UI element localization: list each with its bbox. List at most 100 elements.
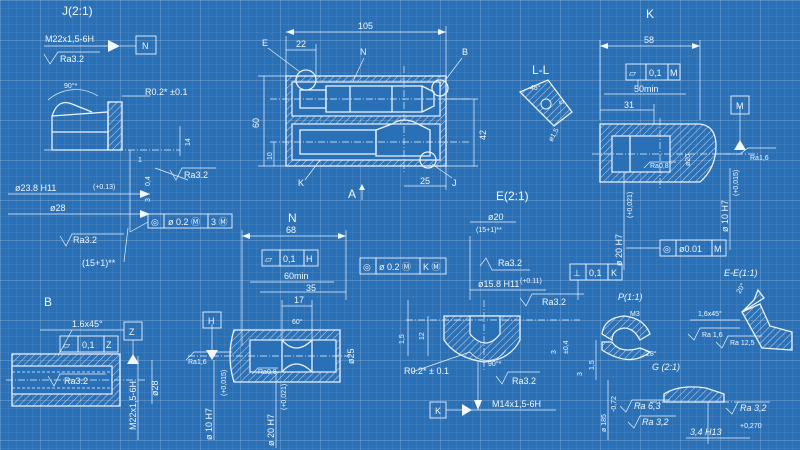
view-n-fcf2-sym: ◎ (363, 262, 371, 272)
view-b-title: B (44, 295, 52, 309)
view-n-dim-17: 17 (294, 295, 304, 305)
view-n-fcf-val: 0,1 (283, 254, 296, 264)
view-n-dim-35: 35 (306, 283, 316, 293)
main-dim-10: 10 (267, 152, 274, 160)
view-k-tol2: (+0,015) (733, 170, 740, 196)
view-n: N 68 ▱ 0,1 H ◎ ø 0.2 Ⓜ K Ⓜ 60min 35 17 6… (185, 211, 447, 448)
view-n-dia-20h7: ø 20 H7 (266, 414, 276, 446)
view-ll-dia: ø1,5 (548, 127, 561, 143)
view-e-title: E(2:1) (496, 189, 529, 203)
view-n-dim-68: 68 (286, 225, 296, 235)
view-n-datum: H (208, 316, 215, 326)
view-e-fcf-sym: ⊥ (573, 268, 581, 278)
view-n-dia-25: ø25 (346, 348, 356, 364)
view-j-radius: R0.2* ±0.1 (145, 87, 187, 97)
view-k-fcf2-val: ø0.01 (679, 244, 702, 254)
view-k-tol: (+0,021) (627, 192, 634, 218)
view-e-tol: (+0.11) (520, 278, 542, 285)
view-ll-angle: 45° (530, 84, 541, 92)
view-j: J(2:1) M22x1,5-6H N Ra3.2 90°* R0.2* ±0.… (8, 4, 233, 268)
view-k: K 58 ▱ 0,1 M 50min 31 M Ra1,6 Ra0,8 ø20 (592, 7, 776, 270)
view-b-fcf-sym: ▱ (63, 340, 70, 350)
view-b-fcf-ref: Z (106, 340, 112, 350)
main-label-j: J (452, 178, 457, 188)
view-b-fcf-val: 0,1 (82, 340, 95, 350)
view-n-fcf2-ref: K Ⓜ (423, 262, 441, 272)
view-ee-angle: 20° (735, 282, 747, 295)
view-j-fcf-ref: 3 Ⓜ (211, 217, 228, 227)
view-k-dim-31: 31 (624, 100, 634, 110)
view-g-dim: 3,4 H13 (690, 427, 722, 437)
view-g-tol2: +0,270 (740, 423, 762, 430)
view-e-thread: M14x1,5-6H (492, 399, 541, 409)
main-label-b: B (462, 47, 468, 57)
view-g-ra2: Ra 3,2 (642, 417, 669, 427)
view-p-dim-3: 3 (577, 372, 584, 376)
view-e-datum: K (435, 406, 441, 416)
view-e-ra3: Ra3.2 (512, 376, 536, 386)
view-ee-title: E-E(1:1) (724, 268, 758, 278)
view-j-ra3: Ra3.2 (73, 235, 97, 245)
view-g-ra1: Ra 6,3 (634, 401, 661, 411)
view-ee-chamfer: 1,6x45° (698, 310, 722, 318)
view-j-note: (15+1)** (82, 258, 116, 268)
view-j-fcf-val: ø 0.2 Ⓜ (168, 217, 200, 227)
main-section-a: A (348, 187, 356, 201)
view-n-fcf2-val: ø 0.2 Ⓜ (379, 262, 411, 272)
view-j-angle: 90°* (64, 82, 78, 90)
view-b-ra: Ra3.2 (64, 376, 88, 386)
view-n-tol2: (+0,021) (281, 384, 288, 410)
view-k-ra2: Ra0,8 (650, 163, 669, 170)
view-n-fcf-sym: ▱ (265, 254, 272, 264)
view-g-tol: -0,72 (611, 396, 618, 412)
view-n-tol: (+0,015) (221, 370, 228, 396)
view-k-dia-10h7: ø 10 H7 (720, 200, 730, 232)
view-b-dia-28: ø28 (150, 380, 160, 396)
view-n-dia-10h7: ø 10 H7 (204, 408, 214, 440)
view-e-angle: 90°* (488, 360, 502, 368)
view-b-datum: Z (129, 327, 135, 337)
view-j-datum: N (142, 41, 149, 51)
view-k-fcf-val: 0,1 (649, 68, 662, 78)
main-dim-42: 42 (478, 130, 488, 140)
view-j-dia-28: ø28 (50, 203, 66, 213)
view-e-dia-158: ø15.8 H11 (478, 279, 519, 289)
view-j-ra: Ra3.2 (60, 54, 84, 64)
view-n-title: N (288, 211, 297, 225)
view-j-dia-238: ø23.8 H11 (15, 183, 56, 193)
view-e-ra: Ra3.2 (498, 258, 522, 268)
view-ee-ra1: Ra 1,6 (702, 332, 723, 339)
view-e: E(2:1) ø20 (15+1)** Ra3.2 ø15.8 H11 (+0.… (399, 189, 623, 419)
view-k-dia-20h7: ø 20 H7 (614, 234, 624, 266)
view-e-fcf-val: 0,1 (589, 268, 602, 278)
view-e-fcf-ref: K (611, 268, 617, 278)
view-n-dim-60min: 60min (284, 271, 309, 281)
view-e-ra2: Ra3.2 (542, 297, 566, 307)
view-j-dim-04: 0,4 (145, 176, 152, 186)
view-k-fcf2-sym: ◎ (663, 244, 671, 254)
view-j-dim-3: 3 (145, 198, 152, 202)
main-label-k: K (298, 178, 304, 188)
view-j-title: J(2:1) (62, 4, 93, 18)
view-p: P(1:1) M3 28° 1,5 3 (577, 292, 657, 380)
main-dim-105: 105 (358, 21, 373, 31)
view-g: G (2:1) ø 185 -0,72 Ra 6,3 Ra 3,2 Ra 3,2… (601, 362, 770, 444)
view-g-dia: ø 185 (601, 414, 608, 432)
view-e-dim-3: 3 (551, 350, 558, 354)
view-n-ra: Ra1,6 (188, 359, 207, 366)
view-ll: L-L 45° 5 ø1,5 (518, 63, 573, 143)
view-k-ra: Ra1,6 (750, 155, 769, 162)
view-k-datum: M (736, 101, 744, 111)
view-b-thread: M22x1,5-6H (128, 381, 138, 430)
view-e-dim-12: 12 (419, 332, 426, 340)
view-n-ra2: Ra0,8 (258, 369, 277, 376)
view-n-angle: 60° (292, 318, 303, 326)
main-dim-25: 25 (420, 176, 430, 186)
view-p-dim-15: 1,5 (589, 360, 596, 370)
view-j-thread: M22x1,5-6H (45, 34, 94, 44)
view-ee-ra2: Ra 12,5 (730, 340, 755, 347)
view-k-dia-20: ø20 (685, 154, 692, 166)
view-b-chamfer: 1.6x45° (72, 319, 103, 329)
view-ll-dim-5: 5 (559, 100, 566, 104)
